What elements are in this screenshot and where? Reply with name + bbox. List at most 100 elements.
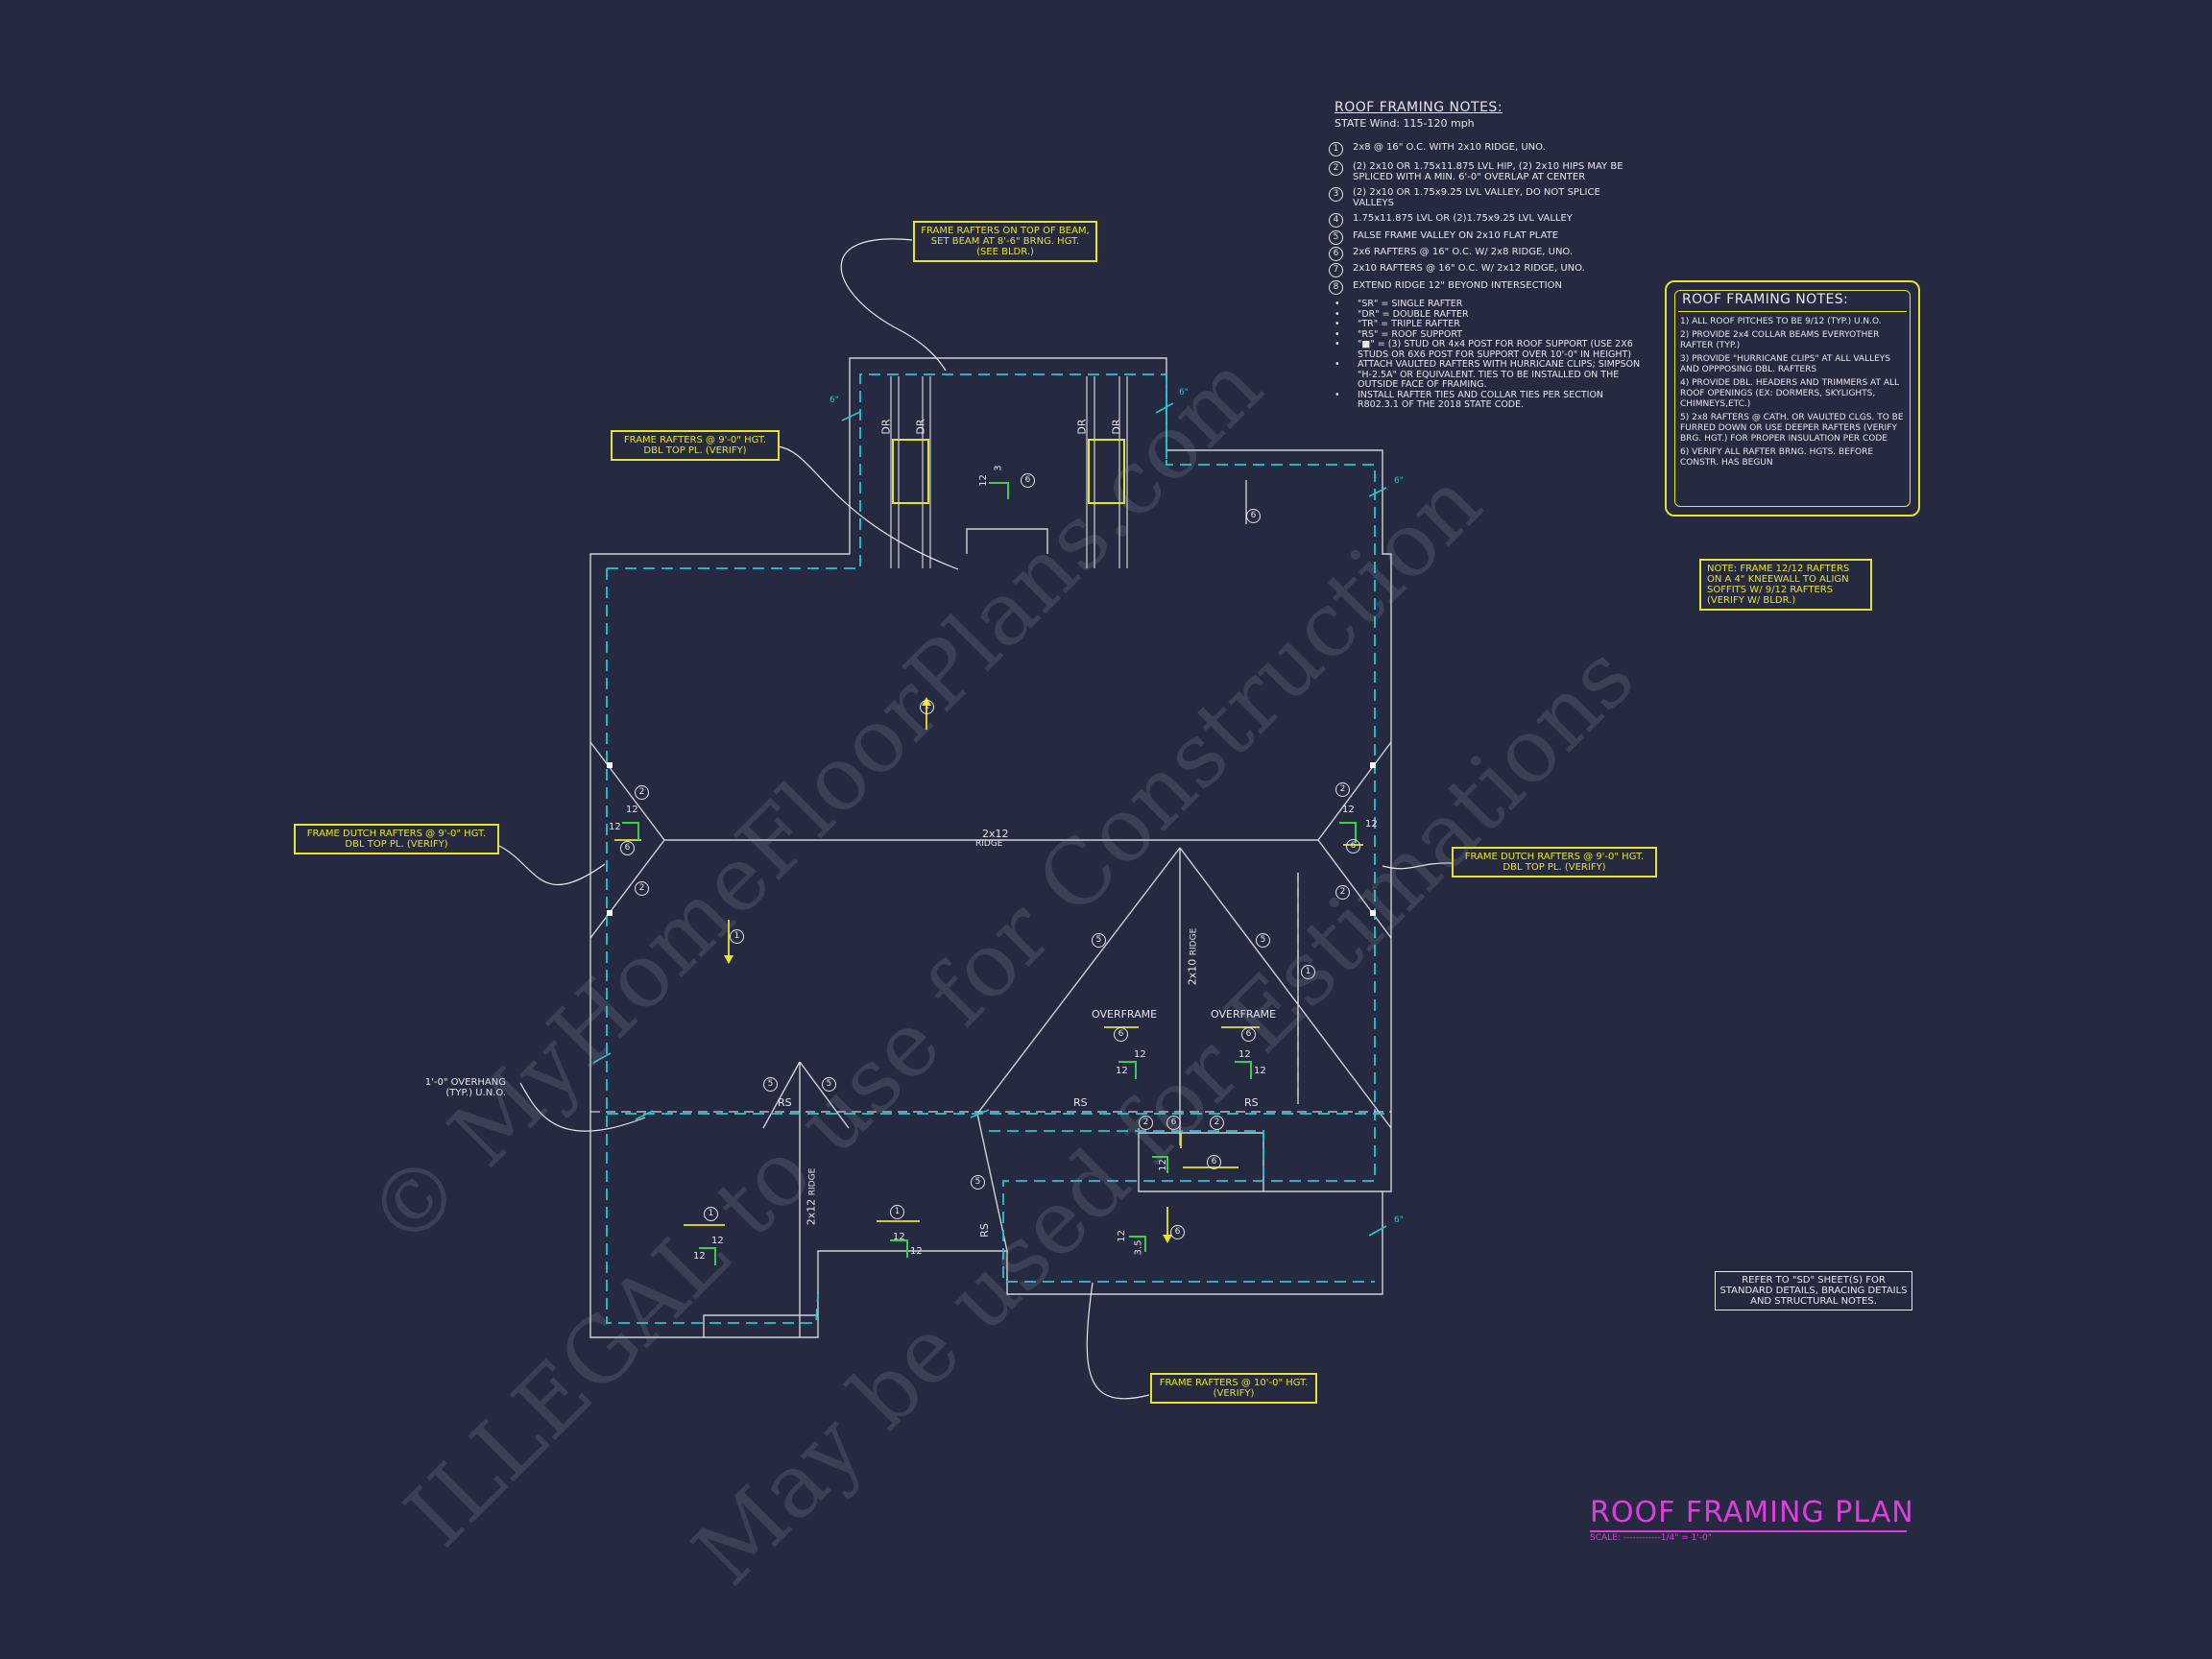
entry-notch bbox=[966, 528, 1048, 554]
note-marker-5: 5 bbox=[1256, 933, 1270, 948]
dr-label: DR bbox=[914, 419, 927, 435]
note-marker-2: 2 bbox=[1139, 1116, 1153, 1130]
note-marker-5: 5 bbox=[763, 1077, 778, 1092]
pitch-number: 12 bbox=[711, 1236, 724, 1246]
bottom-step bbox=[703, 1314, 818, 1337]
dr-label: DR bbox=[1075, 419, 1089, 435]
left-gable bbox=[762, 1061, 850, 1337]
beam-right bbox=[1088, 439, 1125, 504]
pitch-symbol bbox=[1339, 822, 1357, 843]
pitch-number: 3 bbox=[993, 465, 1004, 471]
pitch-number: 12 bbox=[977, 474, 989, 487]
legend-item: INSTALL RAFTER TIES AND COLLAR TIES PER … bbox=[1334, 390, 1642, 411]
note-marker-6: 6 bbox=[1346, 839, 1360, 854]
leader-overhang bbox=[519, 1082, 646, 1132]
callout-top-beam: FRAME RAFTERS ON TOP OF BEAM, SET BEAM A… bbox=[913, 221, 1097, 262]
note-marker-1: 1 bbox=[704, 1207, 718, 1221]
note-marker-6: 6 bbox=[1170, 1225, 1185, 1239]
pitch-number: 12 bbox=[893, 1232, 905, 1242]
dim-label: 6" bbox=[830, 396, 839, 405]
pitch-number: 12 bbox=[1134, 1049, 1146, 1060]
main-ridge-label: 2x12 bbox=[982, 828, 1009, 840]
leader-right-dutch bbox=[1382, 862, 1453, 870]
note-marker-6: 6 bbox=[620, 841, 635, 855]
pitch-symbol bbox=[1152, 1156, 1168, 1173]
note-marker-6: 6 bbox=[1114, 1027, 1128, 1042]
general-note: 6) VERIFY ALL RAFTER BRNG. HGTS. BEFORE … bbox=[1680, 447, 1874, 468]
general-notes-list: 1) ALL ROOF PITCHES TO BE 9/12 (TYP.) U.… bbox=[1680, 317, 1911, 471]
pitch-symbol bbox=[1129, 1236, 1146, 1252]
pitch-symbol bbox=[1118, 1061, 1137, 1079]
callout-left-dutch: FRAME DUTCH RAFTERS @ 9'-0" HGT. DBL TOP… bbox=[294, 824, 499, 854]
legend-item: ATTACH VAULTED RAFTERS WITH HURRICANE CL… bbox=[1334, 359, 1642, 391]
general-note: 3) PROVIDE "HURRICANE CLIPS" AT ALL VALL… bbox=[1680, 354, 1890, 374]
note-marker-2: 2 bbox=[1335, 885, 1350, 900]
framing-notes-title: ROOF FRAMING NOTES: bbox=[1334, 100, 1503, 115]
support-post bbox=[1370, 762, 1376, 768]
support-post bbox=[1370, 910, 1376, 916]
pitch-number: 12 bbox=[1365, 819, 1378, 830]
plate-line bbox=[606, 373, 1376, 1324]
right-box bbox=[1138, 1128, 1382, 1192]
pitch-number: 12 bbox=[1238, 1049, 1251, 1060]
legend-item: "■" = (3) STUD OR 4x4 POST FOR ROOF SUPP… bbox=[1334, 339, 1642, 360]
plan-title: ROOF FRAMING PLAN bbox=[1590, 1496, 1914, 1529]
arrow-head bbox=[724, 955, 733, 964]
pitch-symbol bbox=[890, 1239, 908, 1258]
plate-line-lower bbox=[989, 1130, 1264, 1176]
center-gable bbox=[976, 847, 1392, 1145]
note-marker-1: 1 bbox=[920, 700, 934, 714]
pitch-number: 12 bbox=[1116, 1066, 1128, 1076]
general-note: 5) 2x8 RAFTERS @ CATH. OR VAULTED CLGS. … bbox=[1680, 413, 1904, 444]
legend-item: "SR" = SINGLE RAFTER bbox=[1334, 299, 1642, 310]
general-notes-title: ROOF FRAMING NOTES: bbox=[1682, 292, 1849, 307]
framing-note: 2(2) 2x10 OR 1.75x11.875 LVL HIP, (2) 2x… bbox=[1329, 161, 1646, 182]
main-ridge-sub: RIDGE bbox=[975, 839, 1003, 849]
arrow-head bbox=[1163, 1235, 1172, 1243]
note-marker-2: 2 bbox=[1335, 782, 1350, 797]
leader-top bbox=[840, 238, 947, 372]
general-notes-box: ROOF FRAMING NOTES: 1) ALL ROOF PITCHES … bbox=[1665, 280, 1920, 517]
valley-line bbox=[976, 1113, 1008, 1252]
note-marker-5: 5 bbox=[971, 1175, 985, 1190]
left-ridge-label: 2x12 RIDGE bbox=[805, 1167, 818, 1226]
note-marker-1: 1 bbox=[730, 929, 744, 944]
note-marker-5: 5 bbox=[822, 1077, 836, 1092]
pitch-number: 12 bbox=[910, 1246, 923, 1257]
pitch-symbol bbox=[989, 482, 1009, 499]
rs-label: RS bbox=[1073, 1096, 1088, 1109]
leader-left-dutch bbox=[496, 844, 606, 885]
pitch-number: 12 bbox=[1342, 805, 1355, 815]
note-marker-1: 1 bbox=[890, 1205, 904, 1219]
pitch-number: 12 bbox=[1116, 1230, 1127, 1242]
leader-bottom bbox=[1086, 1282, 1150, 1400]
dr-label: DR bbox=[1110, 419, 1123, 435]
general-notes-frame bbox=[1674, 290, 1911, 507]
pitch-symbol bbox=[1235, 1061, 1252, 1079]
dim-label: 6" bbox=[1394, 1215, 1404, 1225]
note-marker-6: 6 bbox=[1241, 1027, 1256, 1042]
overframe-left: OVERFRAME bbox=[1092, 1008, 1158, 1021]
legend-item: "RS" = ROOF SUPPORT bbox=[1334, 329, 1642, 341]
note-marker-2: 2 bbox=[635, 881, 649, 896]
framing-notes-subtitle: STATE Wind: 115-120 mph bbox=[1334, 117, 1475, 130]
general-note: 1) ALL ROOF PITCHES TO BE 9/12 (TYP.) U.… bbox=[1680, 317, 1882, 326]
note-marker-2: 2 bbox=[635, 785, 649, 800]
rs-label-vertical: RS bbox=[977, 1223, 991, 1238]
legend-item: "DR" = DOUBLE RAFTER bbox=[1334, 309, 1642, 321]
overframe-right: OVERFRAME bbox=[1211, 1008, 1277, 1021]
center-ridge-label: 2x10 RIDGE bbox=[1186, 927, 1199, 986]
refer-note: REFER TO "SD" SHEET(S) FOR STANDARD DETA… bbox=[1715, 1271, 1912, 1310]
dr-label: DR bbox=[879, 419, 893, 435]
callout-bottom: FRAME RAFTERS @ 10'-0" HGT. (VERIFY) bbox=[1150, 1373, 1317, 1404]
callout-right-note: NOTE: FRAME 12/12 RAFTERS ON A 4" KNEEWA… bbox=[1699, 559, 1872, 611]
pitch-number: 12 bbox=[626, 805, 638, 815]
legend-item: "TR" = TRIPLE RAFTER bbox=[1334, 319, 1642, 330]
note-marker-2: 2 bbox=[1210, 1116, 1224, 1130]
callout-overhang: 1'-0" OVERHANG (TYP.) U.N.O. bbox=[424, 1077, 506, 1098]
beam-left bbox=[892, 439, 929, 504]
